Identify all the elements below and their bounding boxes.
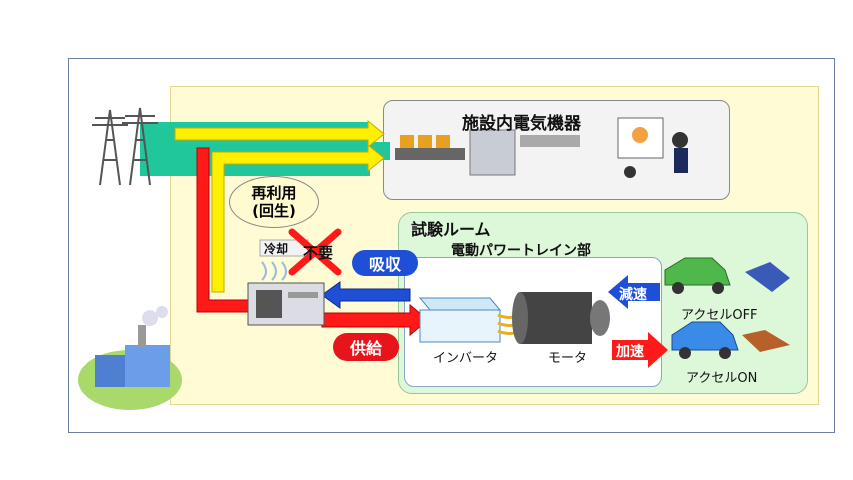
meeting-presentation-icon (617, 117, 688, 178)
motor-icon (512, 292, 610, 344)
cooling-label: 冷却 (264, 242, 289, 256)
accel-label: 加速 (616, 344, 644, 360)
motor-label: モータ (548, 351, 588, 366)
blue-arrow-absorb (321, 281, 411, 309)
inverter-icon (418, 297, 502, 343)
cross-mark-icon (288, 228, 342, 276)
decel-arrow (608, 275, 660, 309)
supply-badge: 供給 (333, 333, 399, 361)
powertrain-title: 電動パワートレイン部 (451, 243, 591, 259)
yellow-arrow-regen (211, 143, 385, 293)
accel-on-label: アクセルON (686, 371, 758, 386)
cooling-fan-icon (259, 239, 309, 281)
power-unit-icon (247, 282, 325, 326)
yellow-arrow-top (174, 119, 385, 149)
unnecessary-label: 不要 (303, 244, 334, 262)
green-car-icon (664, 257, 731, 294)
shoe-off-icon (745, 262, 790, 292)
red-arrow-to-inverter (321, 303, 429, 337)
shoe-on-icon (742, 330, 790, 352)
accel-arrow (612, 332, 668, 368)
facility-title: 施設内電気機器 (462, 114, 581, 134)
regen-label-line2: (回生) (252, 202, 296, 220)
accel-off-label: アクセルOFF (681, 308, 758, 323)
factory-building-icon (78, 306, 182, 410)
absorb-badge: 吸収 (352, 250, 418, 276)
conveyor-machine-icon (395, 129, 580, 176)
regen-label-line1: 再利用 (251, 184, 297, 202)
inverter-label: インバータ (433, 351, 499, 366)
decel-label: 減速 (619, 287, 647, 303)
regen-callout: 再利用 (回生) (229, 176, 319, 228)
blue-car-icon (671, 321, 739, 359)
test-room-title: 試験ルーム (411, 220, 491, 239)
power-tower-icon (92, 107, 158, 186)
